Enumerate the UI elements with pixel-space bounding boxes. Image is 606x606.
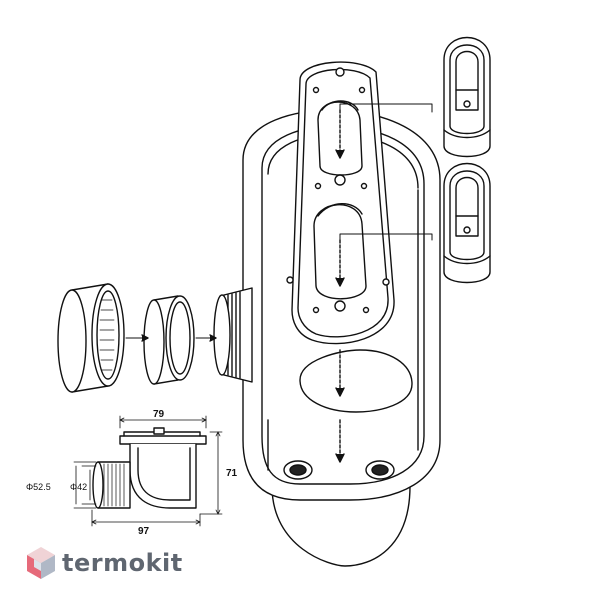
dimension-drawing [73, 415, 223, 527]
hexagon-icon [27, 547, 55, 579]
brand-logo: termokit [26, 546, 183, 580]
threaded-nut [57, 283, 125, 393]
floor-outlet-right [365, 460, 395, 480]
leader-line-lower [339, 233, 433, 241]
assembly-arrows [125, 334, 217, 342]
inner-grate [286, 61, 395, 463]
insert-lower [443, 162, 491, 284]
leader-line-upper [339, 103, 433, 113]
floor-outlet-left [283, 460, 313, 480]
dim-outer-diameter: Φ52.5 [26, 482, 51, 492]
brand-name: termokit [62, 549, 183, 577]
threaded-outlet [213, 287, 253, 383]
siphon-body [213, 109, 441, 567]
dim-bottom-width: 97 [138, 526, 150, 537]
dim-inner-diameter: Φ42 [70, 482, 87, 492]
dim-height: 71 [226, 468, 238, 479]
insert-upper [443, 36, 491, 158]
dim-top-width: 79 [153, 409, 165, 420]
seal-ring [143, 295, 195, 385]
